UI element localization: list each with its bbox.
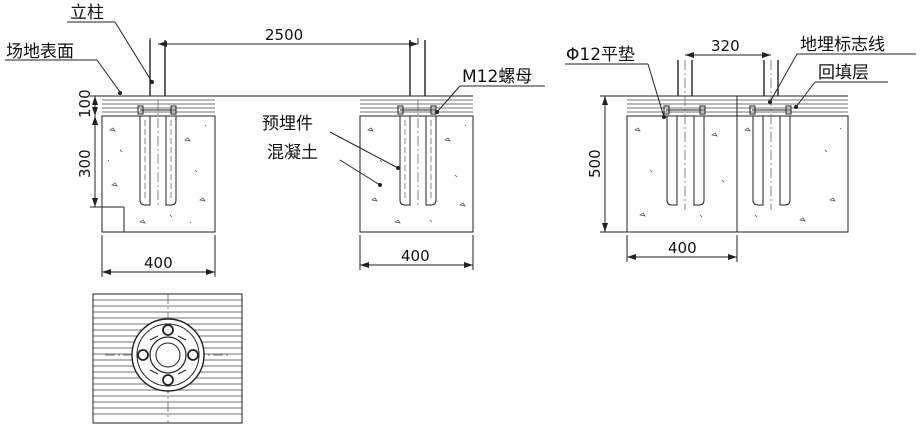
label-ground-surface: 场地表面 [6, 42, 74, 62]
dimension-spacing [149, 38, 419, 47]
dim-middle-width: 400 [401, 247, 430, 265]
dimension-total-depth [600, 95, 627, 233]
dim-concrete-depth: 300 [76, 149, 94, 178]
plan-view [92, 293, 243, 424]
label-nut: M12螺母 [462, 67, 532, 87]
dimension-concrete-depth [90, 116, 102, 208]
dim-right-spacing: 320 [711, 37, 740, 55]
middle-foundation [359, 40, 474, 233]
dim-top-depth: 100 [76, 89, 94, 118]
dim-spacing: 2500 [265, 26, 303, 44]
label-concrete: 混凝土 [267, 143, 318, 163]
label-backfill: 回填层 [818, 63, 869, 83]
label-post: 立柱 [70, 3, 104, 23]
label-washer: Φ12平垫 [566, 45, 635, 65]
dimension-middle-width [359, 235, 474, 270]
label-marker-line: 地埋标志线 [800, 35, 885, 55]
leaders [5, 21, 916, 187]
dim-total-depth: 500 [586, 149, 604, 178]
right-foundation [626, 60, 849, 233]
dimension-left-width [101, 235, 216, 277]
dim-right-width: 400 [668, 239, 697, 257]
label-embedded-part: 预埋件 [262, 114, 313, 134]
dimension-right-width [626, 235, 738, 262]
dimension-top-depth [90, 95, 102, 116]
left-foundation [101, 40, 216, 233]
dim-left-width: 400 [144, 254, 173, 272]
